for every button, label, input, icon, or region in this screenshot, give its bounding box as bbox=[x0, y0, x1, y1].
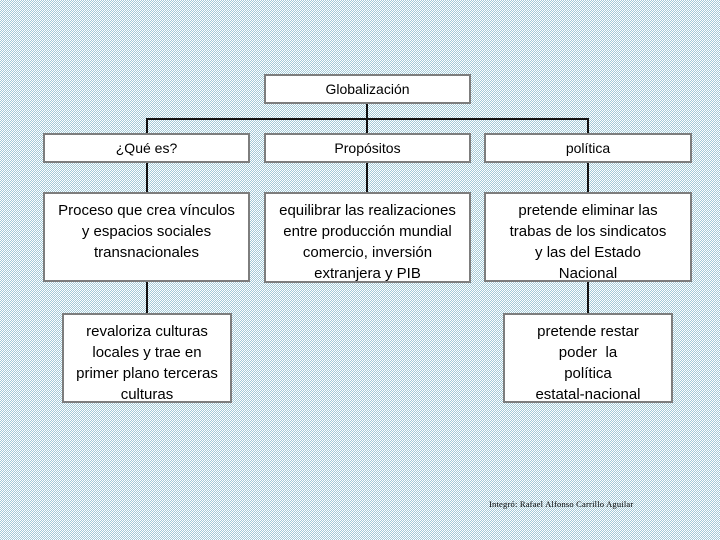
node-header-politica: política bbox=[484, 133, 692, 163]
connector-col2-level1 bbox=[366, 163, 368, 193]
node-header-que-es: ¿Qué es? bbox=[43, 133, 250, 163]
node-restar-poder: pretende restar poder la política estata… bbox=[503, 313, 673, 403]
connector-col3-level2 bbox=[587, 282, 589, 314]
connector-left-stub bbox=[146, 118, 148, 134]
node-equilibrar-realizaciones: equilibrar las realizaciones entre produ… bbox=[264, 192, 471, 283]
connector-col3-level1 bbox=[587, 163, 589, 193]
connector-col1-level1 bbox=[146, 163, 148, 193]
node-proceso-vinculos: Proceso que crea vínculos y espacios soc… bbox=[43, 192, 250, 282]
node-header-propositos: Propósitos bbox=[264, 133, 471, 163]
node-globalizacion: Globalización bbox=[264, 74, 471, 104]
credit-text: Integró: Rafael Alfonso Carrillo Aguilar bbox=[489, 499, 634, 509]
connector-col1-level2 bbox=[146, 282, 148, 314]
connector-right-stub bbox=[587, 118, 589, 134]
connector-horizontal-bar bbox=[146, 118, 589, 120]
node-revaloriza-culturas: revaloriza culturas locales y trae en pr… bbox=[62, 313, 232, 403]
node-eliminar-trabas: pretende eliminar las trabas de los sind… bbox=[484, 192, 692, 282]
